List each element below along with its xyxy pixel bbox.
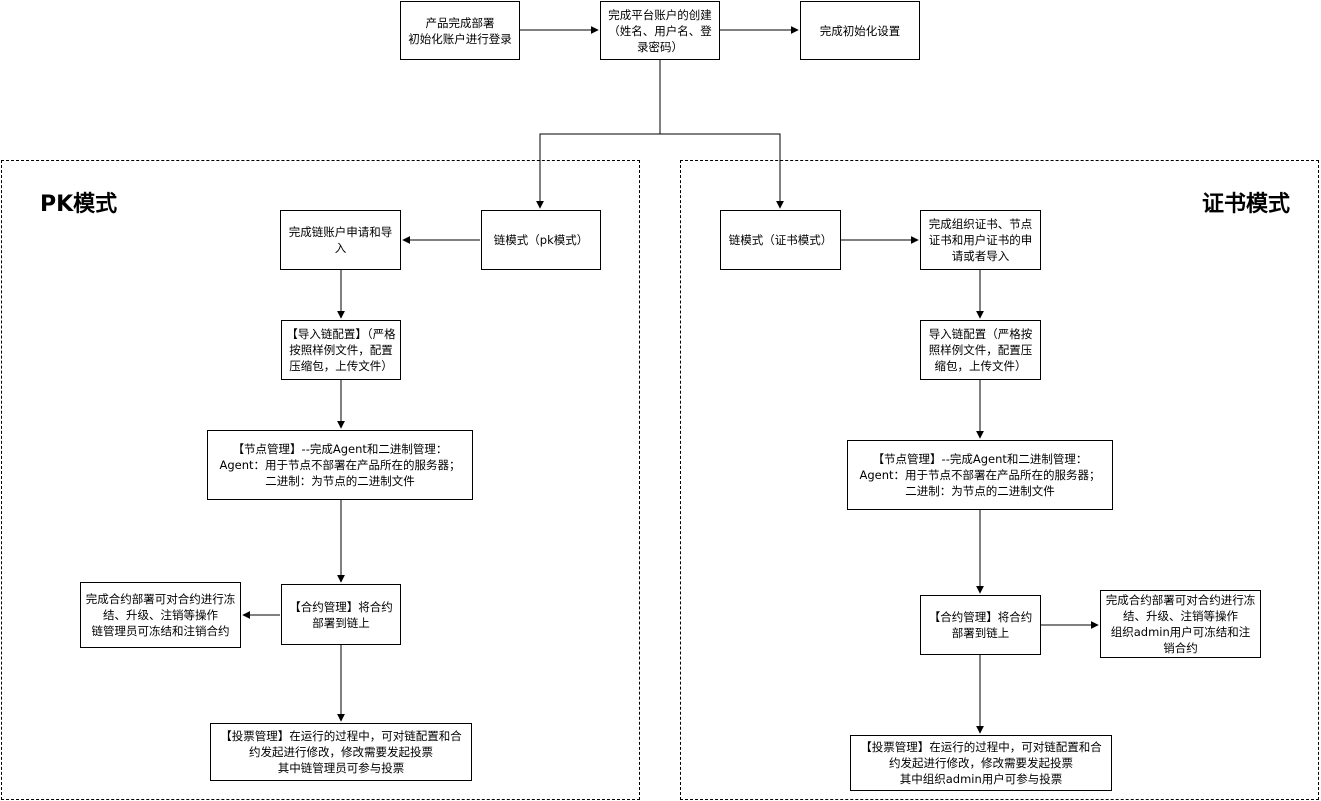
cert-contract-ops-node[interactable]: 完成合约部署可对合约进行冻结、升级、注销等操作 组织admin用户可冻结和注销合… [1100, 590, 1261, 658]
cert-contract-management-node[interactable]: 【合约管理】将合约部署到链上 [920, 595, 1041, 655]
cert-import-config-node[interactable]: 导入链配置（严格按照样例文件，配置压缩包，上传文件） [920, 320, 1041, 380]
pk-mode-region [1, 160, 640, 800]
pk-contract-management-node[interactable]: 【合约管理】将合约部署到链上 [281, 584, 401, 645]
cert-vote-management-node[interactable]: 【投票管理】在运行的过程中，可对链配置和合约发起进行修改，修改需要发起投票 其中… [850, 735, 1112, 791]
pk-chain-mode-node[interactable]: 链模式（pk模式） [481, 210, 601, 270]
cert-chain-mode-node[interactable]: 链模式（证书模式） [720, 210, 841, 270]
deploy-login-node[interactable]: 产品完成部署 初始化账户进行登录 [400, 1, 520, 60]
pk-contract-ops-node[interactable]: 完成合约部署可对合约进行冻结、升级、注销等操作 链管理员可冻结和注销合约 [80, 582, 241, 648]
init-settings-node[interactable]: 完成初始化设置 [800, 1, 920, 60]
cert-certificates-node[interactable]: 完成组织证书、节点证书和用户证书的申请或者导入 [920, 210, 1041, 270]
pk-chain-account-node[interactable]: 完成链账户申请和导入 [280, 210, 401, 270]
edge-n2-pk-chain [536, 60, 661, 209]
edge-n2-cert-chain [660, 133, 784, 209]
pk-vote-management-node[interactable]: 【投票管理】在运行的过程中，可对链配置和合约发起进行修改，修改需要发起投票 其中… [210, 723, 472, 781]
pk-import-config-node[interactable]: 【导入链配置】（严格按照样例文件，配置压缩包，上传文件） [281, 320, 401, 380]
pk-node-management-node[interactable]: 【节点管理】--完成Agent和二进制管理： Agent：用于节点不部署在产品所… [207, 430, 473, 500]
pk-mode-title: PK模式 [40, 192, 118, 217]
cert-node-management-node[interactable]: 【节点管理】--完成Agent和二进制管理： Agent：用于节点不部署在产品所… [847, 440, 1113, 510]
cert-mode-title: 证书模式 [1202, 192, 1291, 217]
cert-mode-region [680, 160, 1319, 800]
platform-account-node[interactable]: 完成平台账户的创建 （姓名、用户名、登录密码） [600, 1, 720, 60]
